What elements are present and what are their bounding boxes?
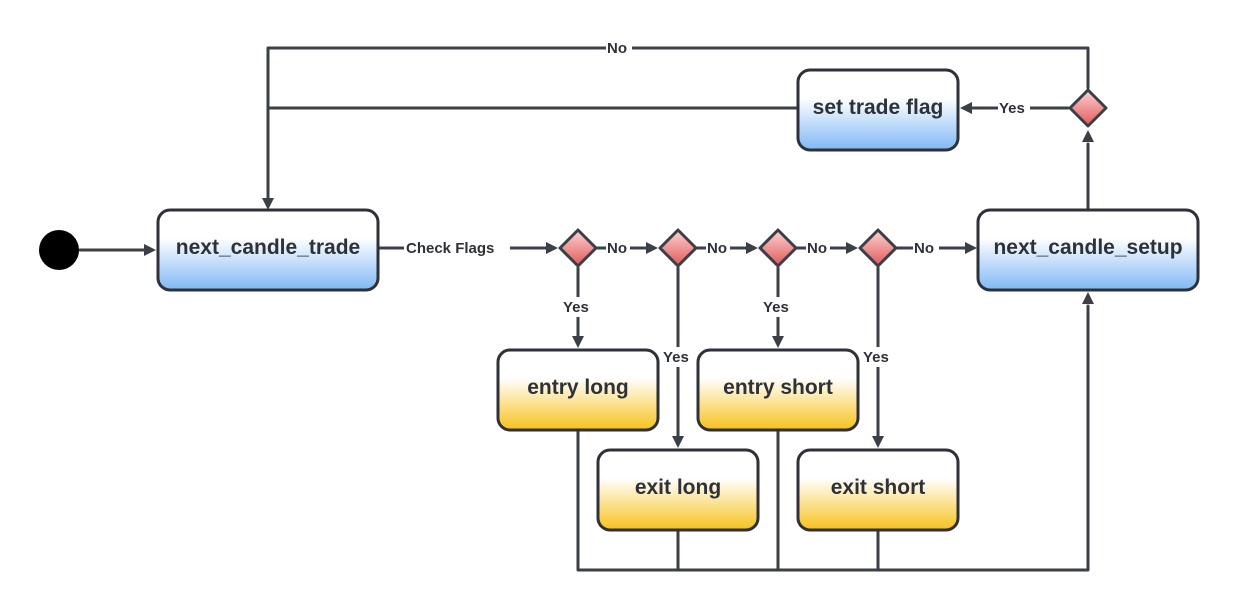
arrowhead-d5-in (1082, 130, 1094, 142)
decision-diamond (558, 228, 598, 268)
edge-label-no: No (607, 40, 627, 57)
edge-label-no: No (607, 240, 627, 257)
edge-d5-no-loop (266, 46, 1090, 202)
connectors (78, 46, 1090, 572)
arrowhead-d3-in (746, 242, 758, 254)
arrowheads (144, 102, 1094, 448)
arrowhead-setup-bottom-in (1082, 292, 1094, 304)
arrowhead-d2-in (646, 242, 658, 254)
edge-label-yes: Yes (763, 299, 789, 316)
arrowhead-trade-in (144, 244, 156, 256)
edge-label-yes: Yes (999, 100, 1025, 117)
arrowhead-entry-short-in (772, 336, 784, 348)
node-next-candle-setup: next_candle_setup (976, 208, 1200, 292)
node-label: exit short (831, 476, 926, 499)
node-set-trade-flag: set trade flag (796, 68, 960, 152)
node-label: set trade flag (813, 96, 944, 119)
start-node (39, 230, 79, 270)
edge-labels: Check Flags No No No No Yes Yes Yes Yes … (404, 38, 1030, 367)
node-exit-long: exit long (596, 448, 760, 532)
edge-label-check-flags: Check Flags (406, 240, 494, 257)
node-label: exit long (635, 476, 721, 499)
node-entry-long: entry long (496, 348, 660, 432)
arrowhead-setup-in (965, 242, 977, 254)
arrowhead-d4-in (846, 242, 858, 254)
edge-label-yes: Yes (563, 299, 589, 316)
decisions (558, 88, 1108, 268)
edge-label-no: No (707, 240, 727, 257)
decision-diamond (858, 228, 898, 268)
edge-label-no: No (914, 240, 934, 257)
node-label: entry long (527, 376, 629, 399)
arrowhead-flag-in (960, 102, 972, 114)
arrowhead-exit-long-in (672, 436, 684, 448)
node-next-candle-trade: next_candle_trade (156, 208, 380, 292)
arrowhead-trade-top-in (262, 198, 274, 210)
node-exit-short: exit short (796, 448, 960, 532)
node-label: next_candle_trade (176, 236, 360, 259)
node-label: next_candle_setup (993, 236, 1182, 259)
edge-label-yes: Yes (863, 349, 889, 366)
node-entry-short: entry short (696, 348, 860, 432)
decision-diamond (758, 228, 798, 268)
decision-diamond (1068, 88, 1108, 128)
edge-label-yes: Yes (663, 349, 689, 366)
edge-label-no: No (807, 240, 827, 257)
arrowhead-exit-short-in (872, 436, 884, 448)
edge-entry-long-to-bus (576, 304, 1090, 572)
arrowhead-d1-in (546, 242, 558, 254)
decision-diamond (658, 228, 698, 268)
node-label: entry short (723, 376, 833, 399)
arrowhead-entry-long-in (572, 336, 584, 348)
